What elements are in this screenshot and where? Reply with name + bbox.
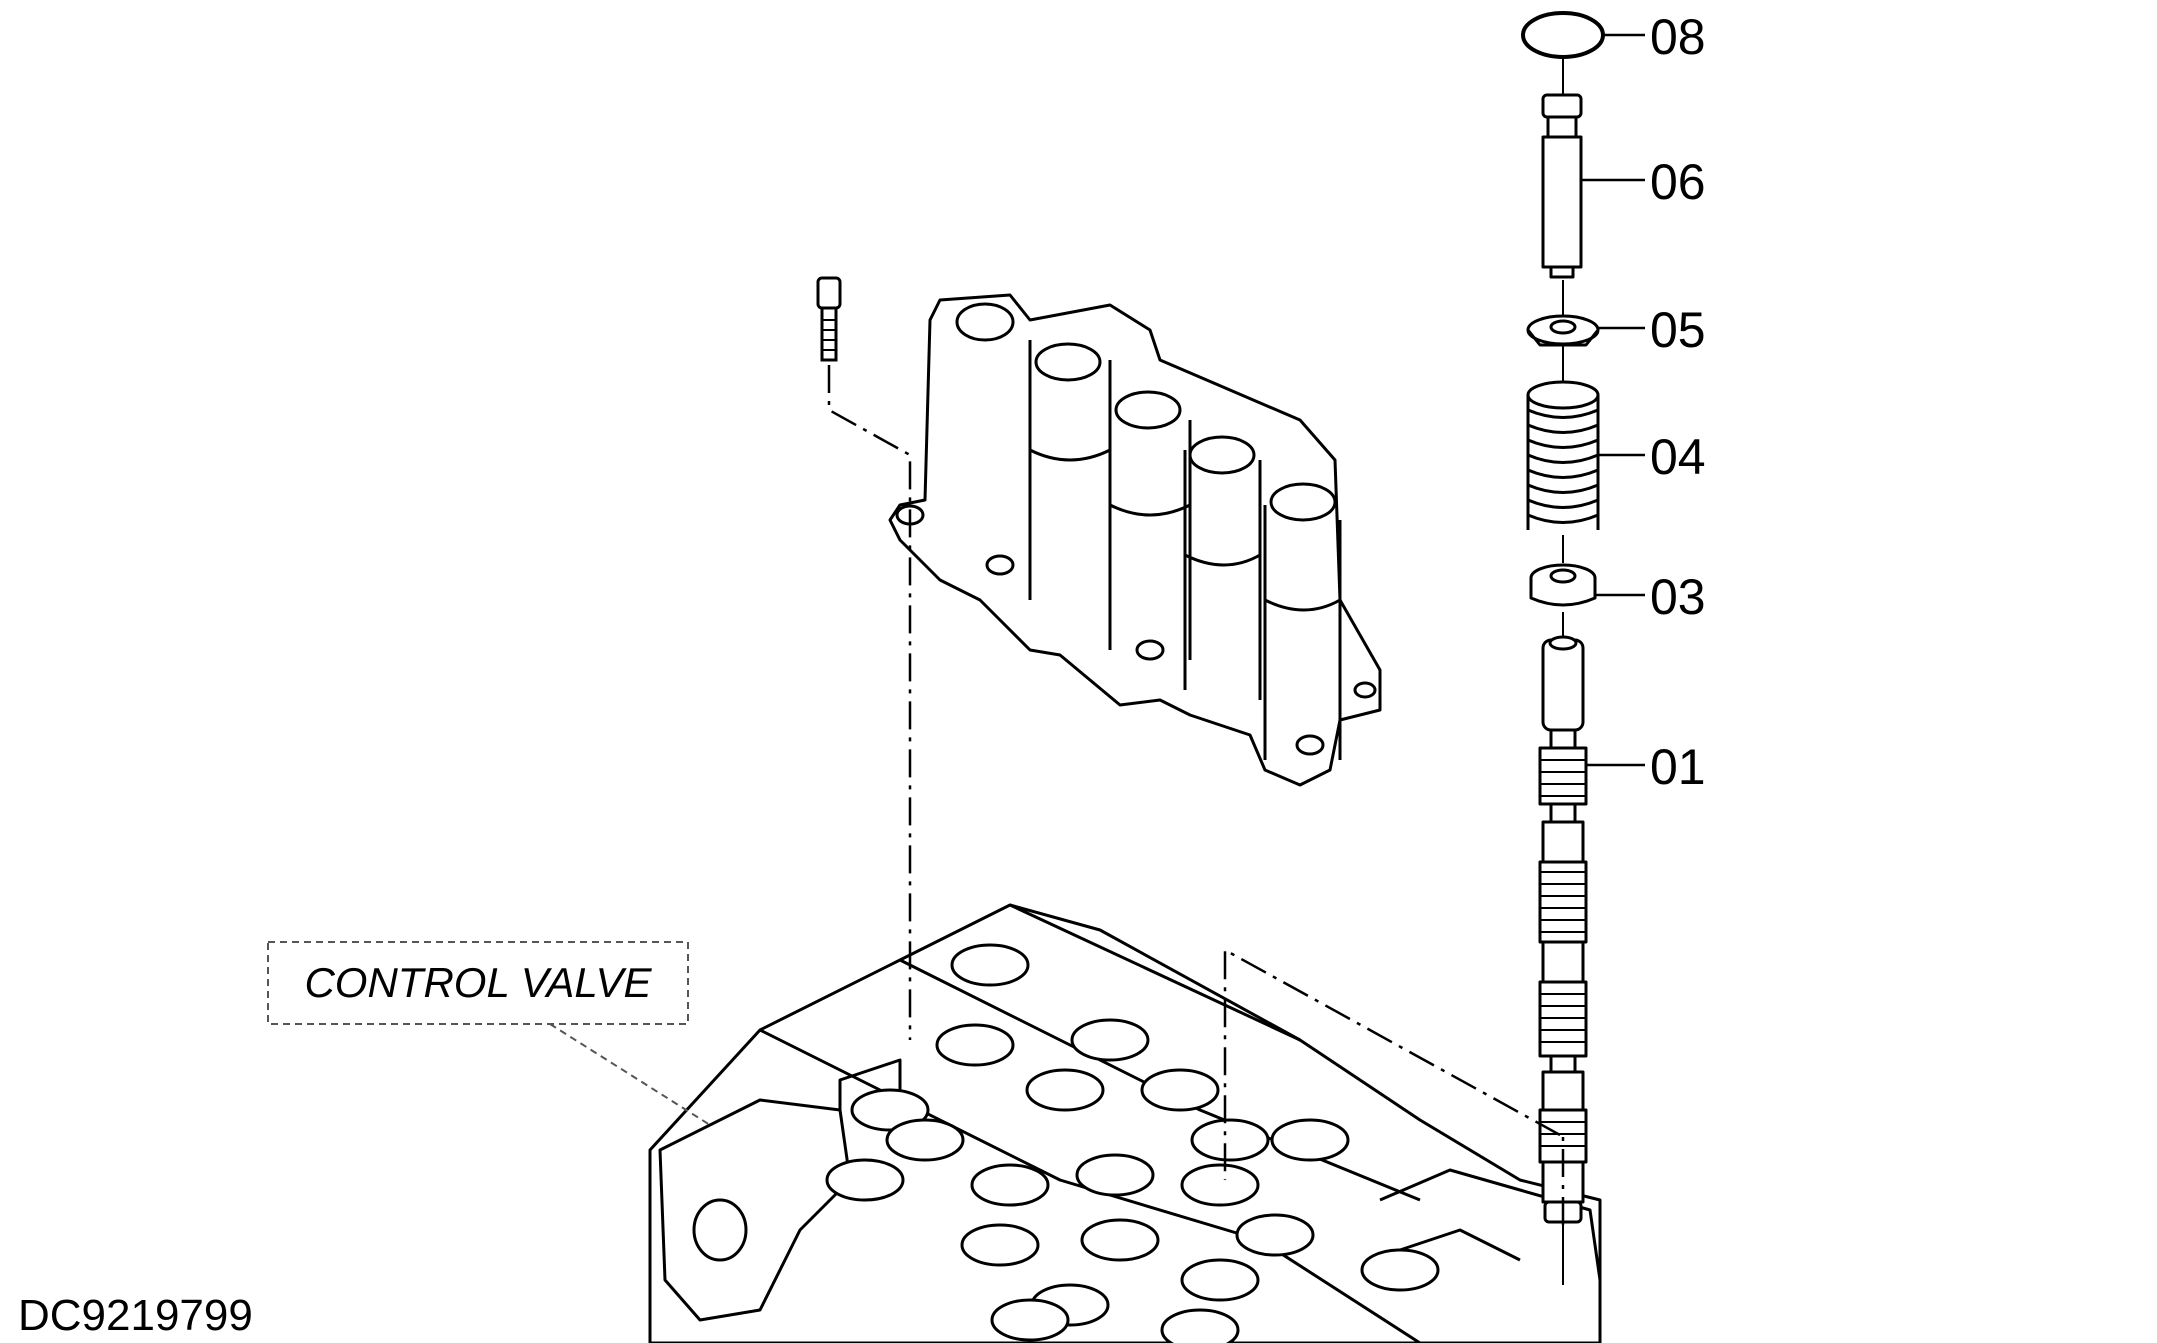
control-valve-body xyxy=(648,903,1602,1343)
callout-01: 01 xyxy=(1650,739,1706,795)
assembly-lines xyxy=(827,365,1565,1225)
spool-stack xyxy=(1521,11,1605,1224)
cap-screw xyxy=(816,276,842,362)
cover-housing xyxy=(888,293,1382,787)
callout-04: 04 xyxy=(1650,429,1706,485)
control-valve-label: CONTROL VALVE xyxy=(267,941,711,1126)
callout-03: 03 xyxy=(1650,569,1706,625)
callout-labels: 08 06 05 04 03 01 xyxy=(1650,9,1706,795)
callout-06: 06 xyxy=(1650,154,1706,210)
leader-lines xyxy=(1581,33,1645,767)
caption-text: CONTROL VALVE xyxy=(304,959,652,1006)
callout-05: 05 xyxy=(1650,302,1706,358)
drawing-id: DC9219799 xyxy=(18,1291,253,1340)
callout-08: 08 xyxy=(1650,9,1706,65)
